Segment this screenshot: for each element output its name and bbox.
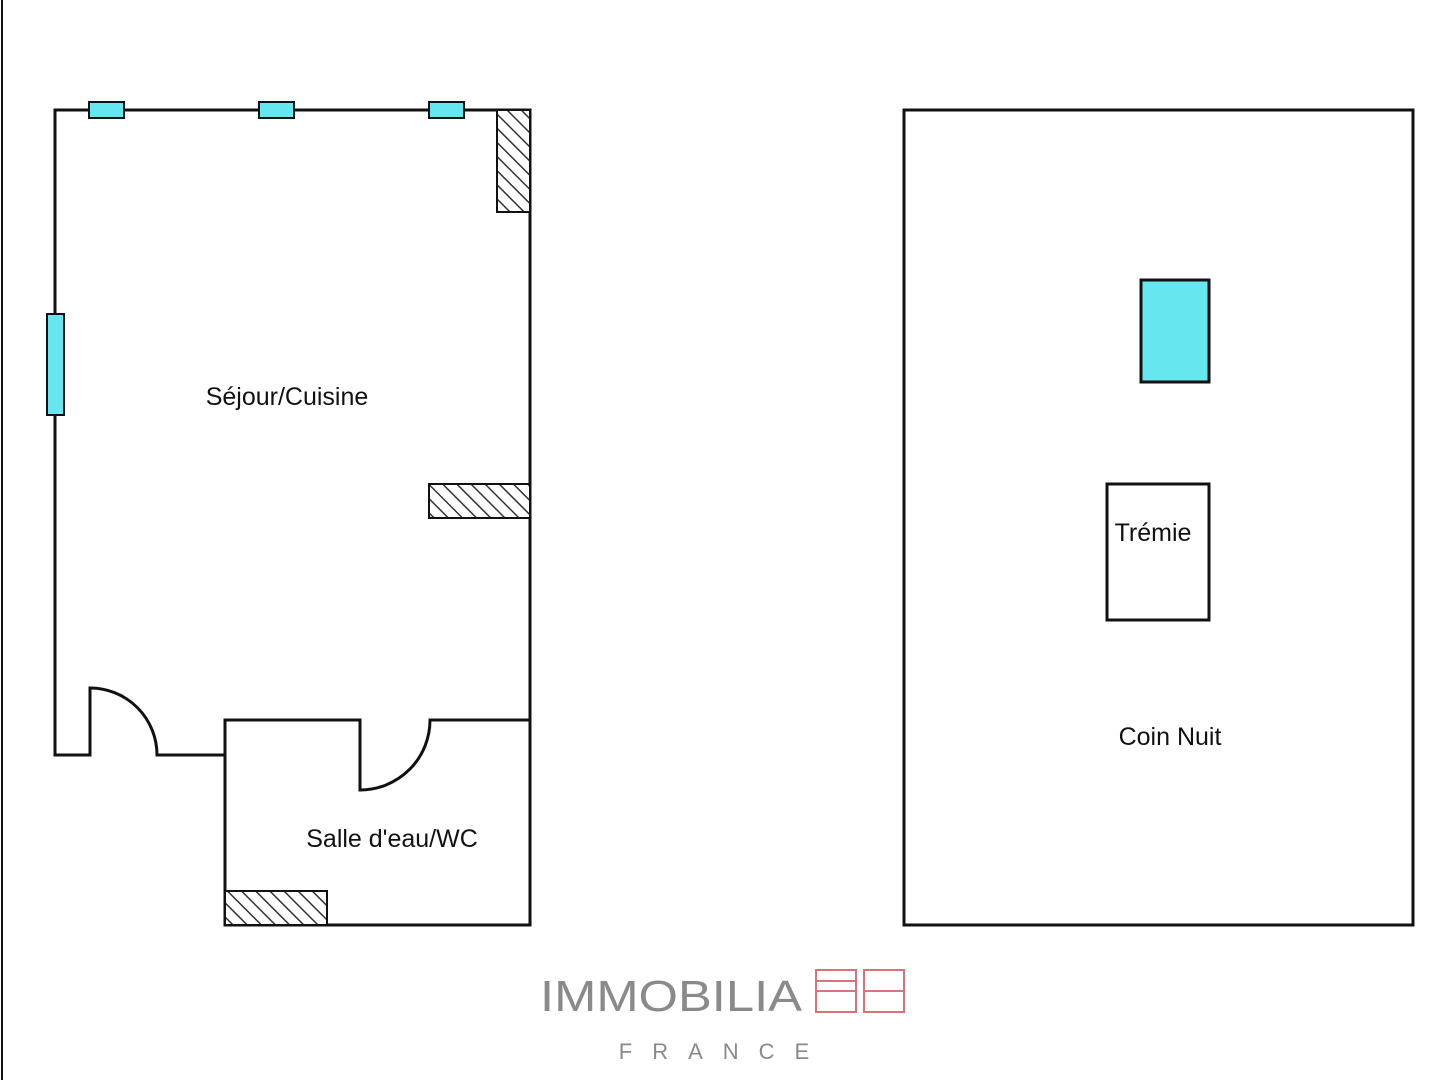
room-label-sejour-cuisine: Séjour/Cuisine [206,383,369,411]
mezzanine-outline [902,108,1415,927]
logo-country: FRANCE [619,1039,829,1064]
window-left [46,313,65,416]
mezzanine-plan: Trémie Coin Nuit [902,108,1415,927]
room-label-tremie: Trémie [1115,519,1192,547]
logo-wordmark: IMMOBILIA [540,972,803,1021]
hatched-column-bathroom [224,890,328,926]
bathroom-wall [223,718,362,757]
immobilia-logo: IMMOBILIA FRANCE [540,969,905,1064]
logo-mark-icon [815,969,905,1013]
window-top-2 [258,101,295,119]
hatched-column-middle [428,483,531,519]
ground-floor-plan: Séjour/Cuisine Salle d'eau/WC [46,101,532,927]
window-top-1 [88,101,125,119]
entrance-door-swing [88,686,159,757]
tremie-opening [1105,482,1211,622]
window-top-3 [428,101,465,119]
room-label-salle-eau-wc: Salle d'eau/WC [306,825,478,853]
hatched-column-top [496,109,531,213]
skylight-window [1139,278,1211,384]
bathroom-door-swing [358,718,432,792]
room-label-coin-nuit: Coin Nuit [1119,723,1222,751]
